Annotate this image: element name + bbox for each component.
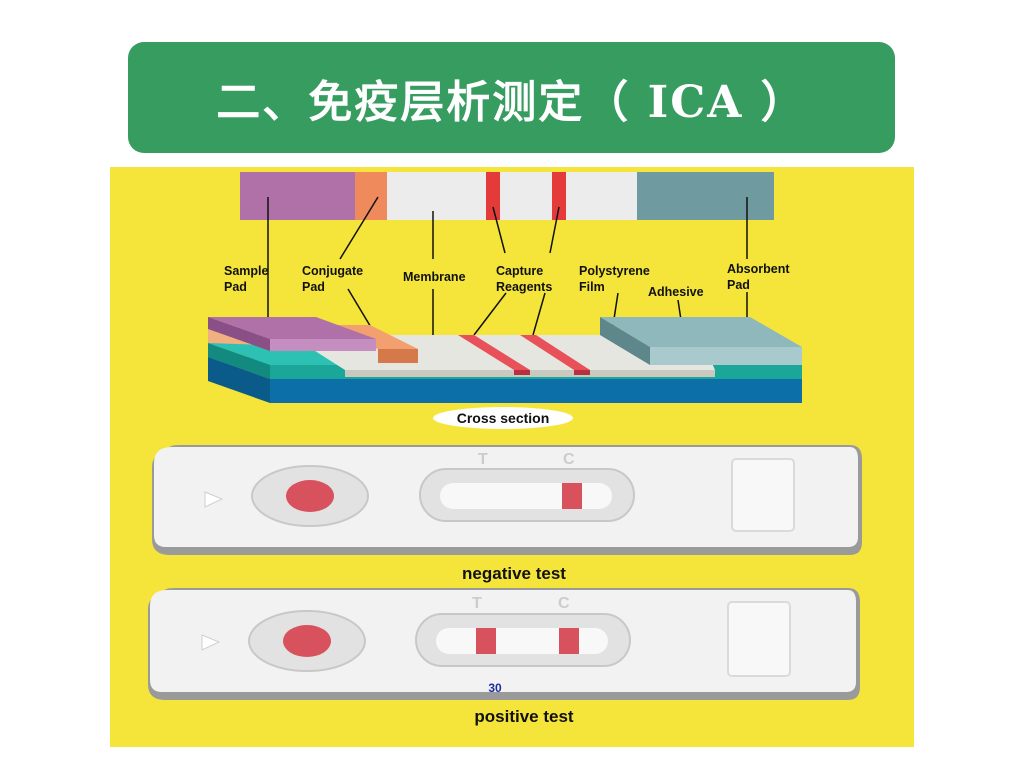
test-strip-top-view: [240, 172, 774, 220]
absorbent-pad-block: [600, 317, 802, 347]
cross-section-3d: [208, 317, 802, 403]
positive-label-area: [727, 601, 791, 677]
positive-test-line: [476, 628, 496, 654]
cross-section-label-bg: [433, 407, 573, 429]
conjugate-pad-segment: [355, 172, 387, 220]
control-line-leader-bottom: [532, 292, 546, 336]
absorbent-pad-segment: [637, 172, 774, 220]
sample-pad-label: Sample Pad: [224, 264, 272, 294]
ica-diagram: Sample Pad Conjugate Pad Membrane Captur…: [110, 167, 914, 747]
control-line-leader-top: [549, 206, 560, 254]
negative-control-line: [562, 483, 582, 509]
positive-control-line: [559, 628, 579, 654]
page-number: 30: [488, 681, 502, 695]
negative-t-marker: T: [478, 451, 488, 468]
test-line-leader-top: [492, 206, 506, 254]
negative-test-label: negative test: [462, 564, 566, 583]
conjugate-pad-label: Conjugate Pad: [302, 264, 367, 294]
absorbent-pad-label: Absorbent Pad: [727, 262, 793, 292]
title-banner: 二、免疫层析测定（ ICA ）: [128, 42, 895, 153]
positive-result-window: [436, 628, 608, 654]
control-line-band: [520, 335, 590, 370]
positive-arrow-icon: [201, 634, 221, 651]
membrane-label: Membrane: [403, 270, 466, 284]
positive-test-cassette: T C: [148, 588, 860, 700]
membrane-segment: [387, 172, 637, 220]
adhesive-label: Adhesive: [648, 285, 704, 299]
slide-title: 二、免疫层析测定（ ICA ）: [216, 76, 807, 128]
sample-pad-segment: [240, 172, 355, 220]
cross-section-label: Cross section: [457, 410, 550, 426]
test-line-segment: [486, 172, 500, 220]
diagram-svg: Sample Pad Conjugate Pad Membrane Captur…: [148, 172, 862, 726]
capture-reagents-label: Capture Reagents: [496, 264, 552, 294]
sample-pad-block: [208, 317, 376, 339]
polystyrene-film-layer: [270, 379, 802, 403]
control-line-segment: [552, 172, 566, 220]
negative-c-marker: C: [563, 451, 575, 468]
negative-result-window: [440, 483, 612, 509]
test-line-leader-bottom: [473, 292, 507, 336]
component-labels: Sample Pad Conjugate Pad Membrane Captur…: [224, 262, 793, 299]
positive-test-label: positive test: [474, 707, 574, 726]
polystyrene-film-label: Polystyrene Film: [579, 264, 653, 294]
positive-c-marker: C: [558, 595, 570, 612]
conjugate-pad-leader-top: [339, 196, 379, 260]
negative-arrow-icon: [204, 491, 224, 508]
negative-test-cassette: T C: [152, 445, 862, 555]
negative-sample-spot: [286, 480, 334, 512]
test-line-band: [458, 335, 530, 370]
positive-t-marker: T: [472, 595, 482, 612]
negative-label-area: [731, 458, 795, 532]
positive-sample-spot: [283, 625, 331, 657]
